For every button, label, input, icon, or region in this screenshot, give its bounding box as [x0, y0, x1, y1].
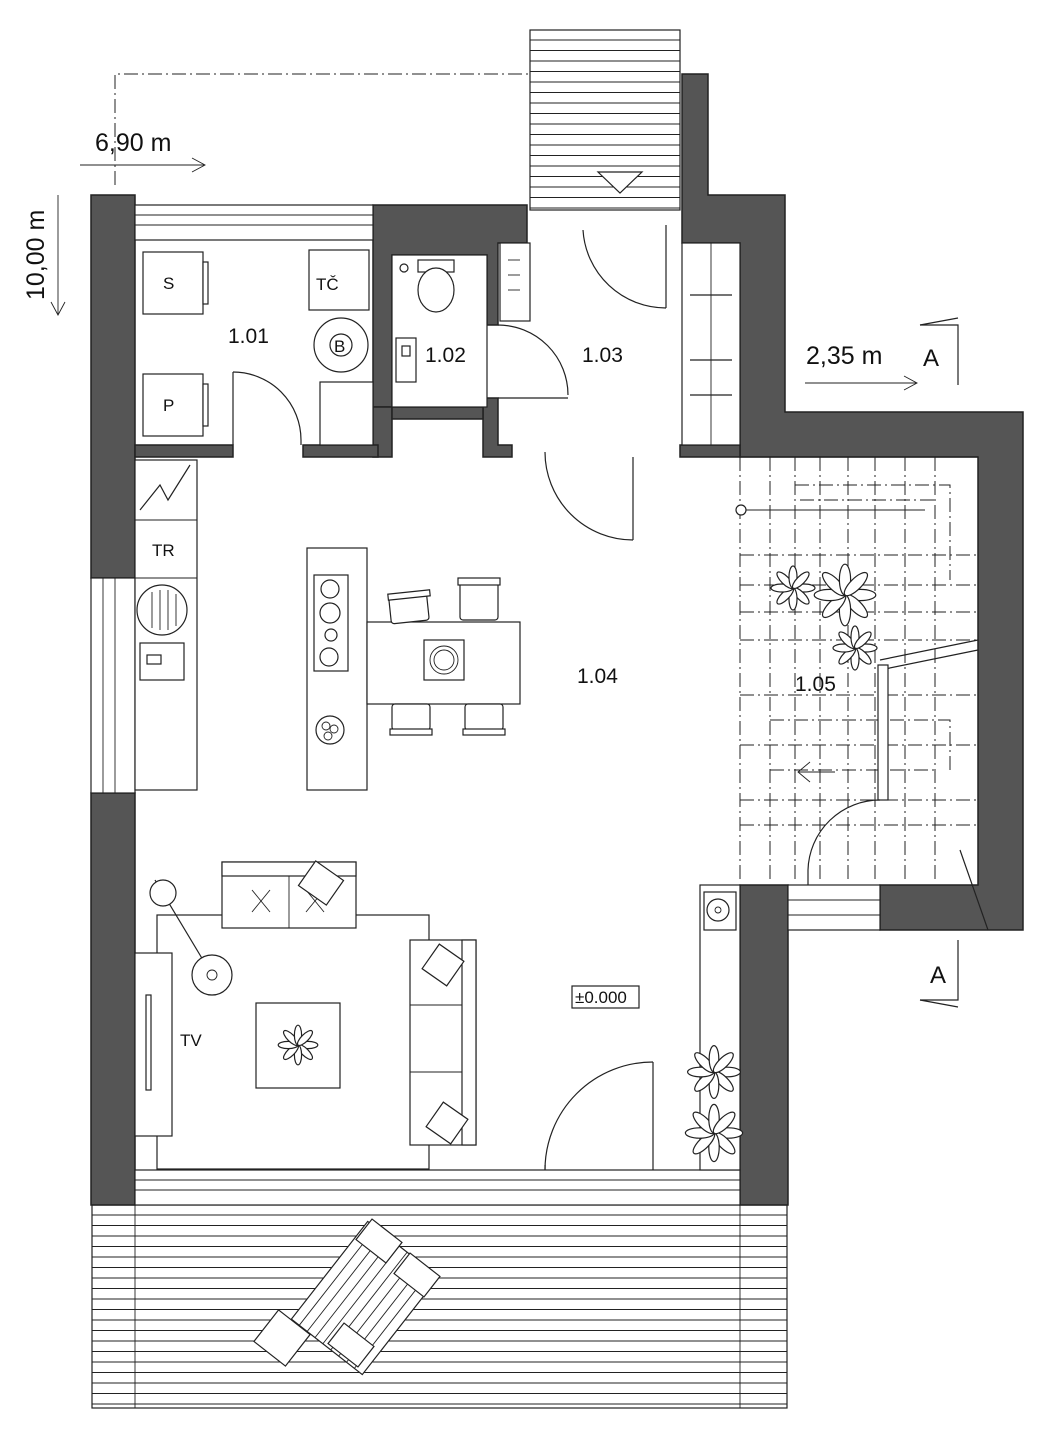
stair-hall: 1.05	[735, 456, 989, 931]
section-marker-bottom: A	[919, 940, 959, 1008]
dryer-label: S	[163, 274, 174, 293]
living-area: TV ±0.000	[134, 860, 744, 1171]
room-1-04-label: 1.04	[577, 665, 618, 688]
room-1-02-label: 1.02	[425, 344, 466, 367]
level-label: ±0.000	[575, 988, 627, 1007]
property-line	[114, 73, 530, 185]
terrace-furniture	[253, 1218, 441, 1376]
stair-rail	[877, 664, 889, 801]
chair-icon	[387, 577, 506, 736]
depth-dimension-label: 10,00 m	[22, 210, 50, 300]
wc-room: 1.02	[391, 254, 569, 408]
kitchen: TR	[134, 459, 198, 791]
entry-hall: 1.03	[499, 225, 741, 541]
entrance-steps	[529, 29, 681, 211]
room-1-05-label: 1.05	[795, 673, 836, 696]
plant-icon	[684, 1045, 744, 1163]
terrace	[91, 1204, 788, 1409]
utility-room: S P TČ B 1.01	[142, 249, 374, 446]
plant-icon	[770, 563, 878, 671]
fridge-label: TR	[152, 541, 175, 560]
washer-label: P	[163, 396, 174, 415]
section-marker-top: A	[919, 317, 959, 385]
room-1-03-label: 1.03	[582, 344, 623, 367]
plate	[423, 639, 465, 681]
wash-basin	[395, 337, 417, 383]
room-1-01-label: 1.01	[228, 325, 269, 348]
offset-dimension-label: 2,35 m	[806, 342, 882, 370]
tv-cabinet	[134, 952, 173, 1137]
heat-pump	[308, 249, 370, 311]
walls	[90, 73, 1024, 1206]
tv-label: TV	[180, 1031, 202, 1050]
windows	[90, 204, 881, 1206]
entry-direction-arrow	[596, 171, 644, 194]
svg-text:A: A	[923, 345, 939, 372]
sink-bowl	[136, 584, 188, 636]
floor-lamp	[191, 954, 233, 996]
heat-pump-label: TČ	[316, 275, 339, 294]
boiler-label: B	[334, 337, 345, 356]
chair-icon	[253, 1218, 441, 1368]
svg-text:A: A	[930, 962, 946, 989]
plant-icon	[277, 1024, 319, 1066]
level-marker	[571, 985, 640, 1009]
dining-area: 1.04	[306, 547, 618, 791]
width-dimension-label: 6,90 m	[95, 129, 171, 157]
